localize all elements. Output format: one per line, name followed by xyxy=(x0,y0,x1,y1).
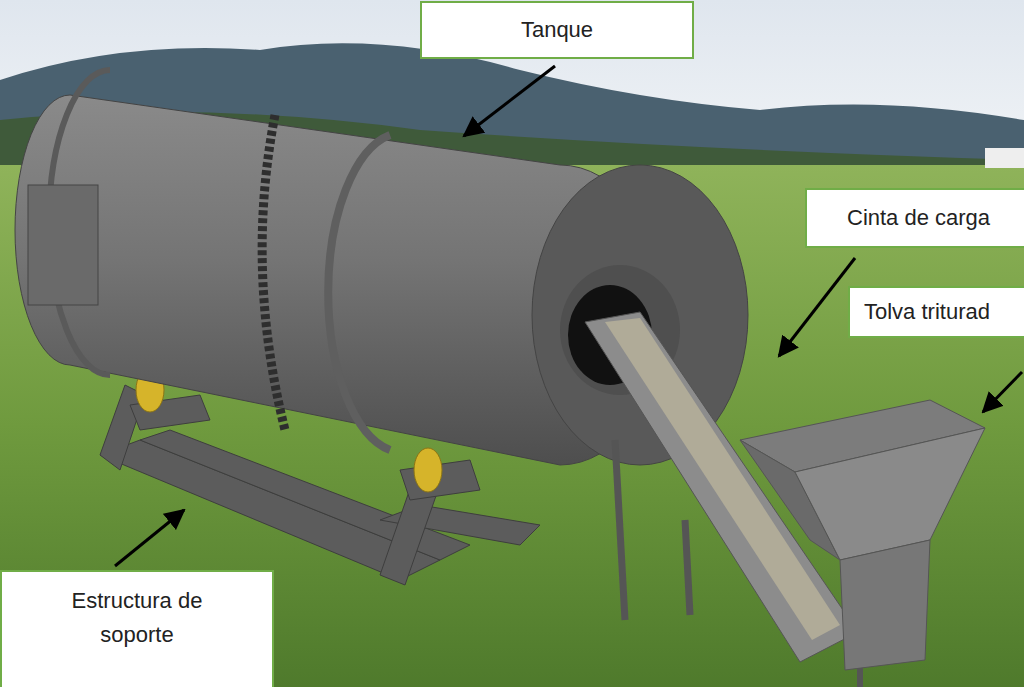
drum-ring xyxy=(328,135,390,450)
yellow-roller xyxy=(414,448,442,492)
end-plate xyxy=(28,185,98,305)
label-text: Tolva triturad xyxy=(864,295,990,329)
distant-house xyxy=(985,148,1024,168)
label-text: Tanque xyxy=(521,13,593,47)
label-text: Estructura de soporte xyxy=(50,584,225,652)
label-box: Estructura de soporte xyxy=(0,570,274,687)
label-box: Cinta de carga xyxy=(805,188,1024,248)
crusher-hopper xyxy=(740,400,985,687)
label-box: Tanque xyxy=(420,1,694,59)
leader-arrow xyxy=(115,66,1022,566)
drive-chain xyxy=(262,115,285,430)
label-text: Cinta de carga xyxy=(847,201,990,235)
label-box: Tolva triturad xyxy=(848,286,1024,338)
